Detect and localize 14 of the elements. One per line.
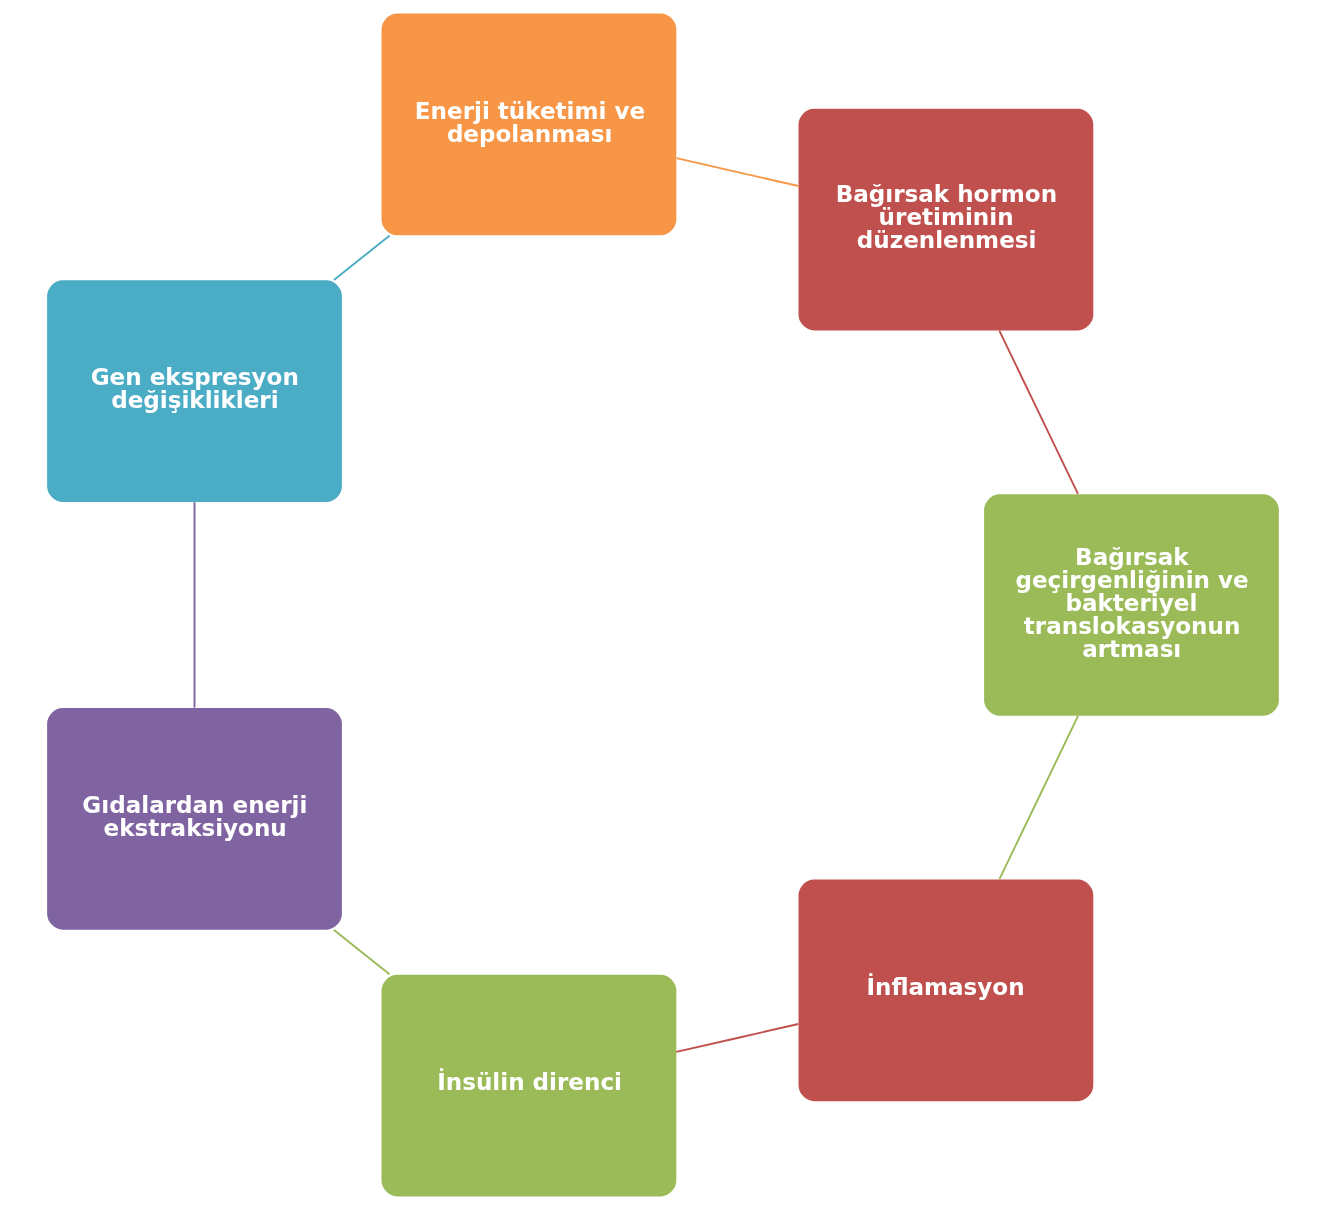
connector <box>675 1023 800 1053</box>
node-box: Bağırsak geçirgenliğinin ve bakteriyel translokasyonun artması <box>984 494 1279 716</box>
connector <box>332 928 391 976</box>
node-box: İnsülin direnci <box>381 974 677 1197</box>
connector <box>998 715 1079 881</box>
node-box: Enerji tüketimi ve depolanması <box>381 13 677 236</box>
connector <box>193 501 196 709</box>
connector <box>675 157 800 187</box>
node-box: İnflamasyon <box>798 879 1094 1102</box>
connector <box>332 234 391 281</box>
node-box: Bağırsak hormon üretiminin düzenlenmesi <box>798 108 1094 331</box>
connector <box>998 329 1079 495</box>
node-box: Gen ekspresyon değişiklikleri <box>47 280 342 502</box>
node-box: Gıdalardan enerji ekstraksiyonu <box>47 708 342 930</box>
